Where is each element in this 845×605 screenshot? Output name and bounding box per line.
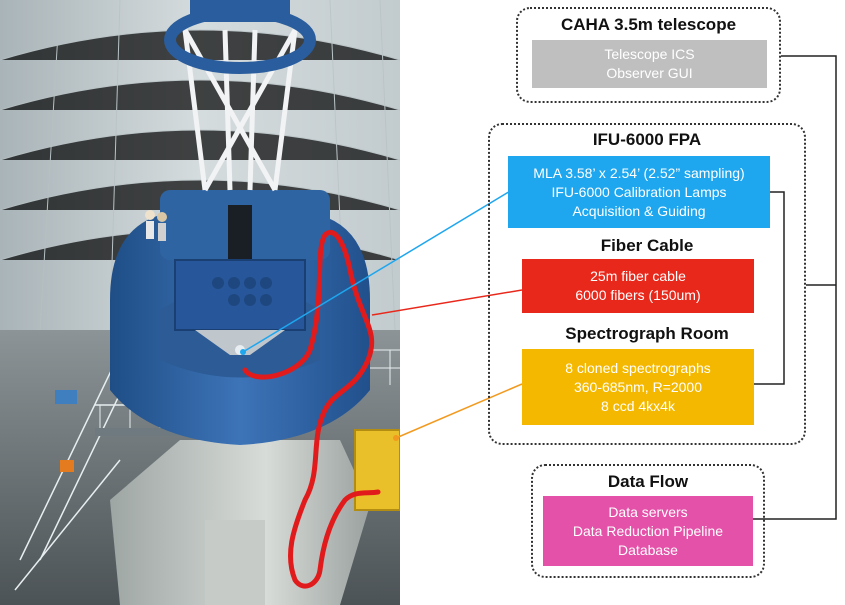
fpa-line-2: IFU-6000 Calibration Lamps [551,183,727,200]
dataflow-title: Data Flow [607,472,689,491]
telescope-ics-panel: Telescope ICS Observer GUI [532,40,767,88]
spectro-line-3: 8 ccd 4kx4k [601,397,675,414]
dataflow-line-2: Data Reduction Pipeline [572,522,724,539]
fiber-title: Fiber Cable [600,236,694,255]
fpa-title: IFU-6000 FPA [592,130,702,149]
dataflow-group: Data Flow Data servers Data Reduction Pi… [531,464,765,578]
spectro-line-2: 360-685nm, R=2000 [573,378,703,395]
telescope-line-2: Observer GUI [606,65,693,81]
instrument-box [174,259,306,331]
fpa-line-1: MLA 3.58’ x 2.54’ (2.52” sampling) [533,164,745,181]
fpa-line-3: Acquisition & Guiding [572,202,706,219]
spectro-panel: 8 cloned spectrographs 360-685nm, R=2000… [522,349,754,425]
floor-cart-blue [55,390,77,404]
fiber-line-1: 25m fiber cable [590,268,686,284]
fiber-panel: 25m fiber cable 6000 fibers (150um) [522,259,754,313]
spectro-line-1: 8 cloned spectrographs [565,359,711,376]
telescope-line-1: Telescope ICS [604,46,695,62]
top-cage [190,0,290,22]
spectrograph-room-box [354,429,400,511]
telescope-group: CAHA 3.5m telescope Telescope ICS Observ… [516,7,781,103]
platform-left [95,428,205,436]
pier-column [205,520,265,605]
spectro-title: Spectrograph Room [565,324,729,343]
floor-cart-orange [60,460,74,472]
dataflow-panel: Data servers Data Reduction Pipeline Dat… [543,496,753,566]
fiber-line-2: 6000 fibers (150um) [575,287,701,303]
dataflow-line-3: Database [618,541,678,558]
ifu-focal-point [235,345,245,355]
dataflow-line-1: Data servers [608,503,688,520]
telescope-photo [0,0,400,605]
people [145,210,167,241]
ifu-group [488,123,806,445]
telescope-illustration [0,0,400,605]
fpa-panel: MLA 3.58’ x 2.54’ (2.52” sampling) IFU-6… [508,156,770,228]
telescope-group-title: CAHA 3.5m telescope [560,15,737,34]
baffle [228,205,252,260]
